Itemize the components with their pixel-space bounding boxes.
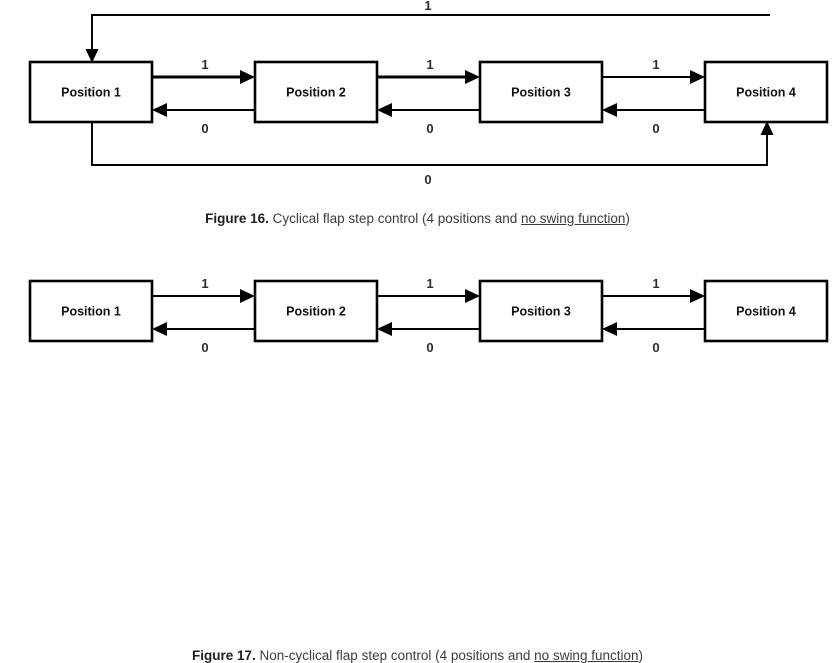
edge-label-p4-p1: 1 <box>424 0 431 13</box>
figure-17-diagram: 1 0 1 0 1 0 <box>28 276 829 355</box>
edge-p1-to-p4-wrap-bottom: 0 <box>91 121 774 187</box>
state-box-rect-3 <box>478 279 604 343</box>
edge-p2-to-p3: 1 <box>377 276 480 303</box>
edge-label-p4-p3: 0 <box>652 340 659 355</box>
state-label-2: Position 2 <box>286 304 346 318</box>
state-node-position-1[interactable]: Position 1 <box>28 279 154 343</box>
figure-17-container: 1 0 1 0 1 0 <box>0 262 835 663</box>
figure-16-container: 1 0 1 0 1 0 <box>0 0 835 240</box>
figure-16-caption-before: Cyclical flap step control (4 positions … <box>268 211 522 226</box>
arrowhead-into-p3-back <box>602 322 617 336</box>
arrowhead-into-p1 <box>152 322 167 336</box>
arrowhead-into-p4-bottom <box>760 121 774 135</box>
edge-p4-to-p1-path <box>91 14 770 54</box>
arrowhead-into-p2 <box>240 70 255 84</box>
arrowhead-into-p3 <box>465 70 480 84</box>
edge-p1-to-p4-path <box>91 122 768 166</box>
edge-p4-to-p3: 0 <box>602 103 705 136</box>
edge-p3-to-p2: 0 <box>377 103 480 136</box>
edge-p3-to-p4: 1 <box>602 276 705 303</box>
arrowhead-into-p1-top <box>85 49 99 63</box>
state-box-rect-4 <box>703 60 829 124</box>
edge-label-p4-p3: 0 <box>652 121 659 136</box>
arrowhead-into-p1 <box>152 103 167 117</box>
state-node-position-4[interactable]: Position 4 <box>703 60 829 124</box>
state-label-3: Position 3 <box>511 85 571 99</box>
edge-p3-to-p4: 1 <box>602 57 705 84</box>
state-box-rect-2 <box>253 60 379 124</box>
arrowhead-into-p3-back <box>602 103 617 117</box>
arrowhead-into-p2 <box>240 289 255 303</box>
edge-p1-to-p2: 1 <box>152 57 255 84</box>
state-node-position-4[interactable]: Position 4 <box>703 279 829 343</box>
edge-label-p1-p4: 0 <box>424 172 431 187</box>
state-node-position-2[interactable]: Position 2 <box>253 279 379 343</box>
edge-label-p2-p3: 1 <box>426 57 433 72</box>
state-label-4: Position 4 <box>736 304 796 318</box>
figure-16-caption-after: ) <box>625 211 630 226</box>
state-box-rect-4 <box>703 279 829 343</box>
edge-label-p3-p2: 0 <box>426 121 433 136</box>
edge-p4-to-p1-wrap-top: 1 <box>85 0 770 63</box>
arrowhead-into-p2-back <box>377 322 392 336</box>
arrowhead-into-p4 <box>690 289 705 303</box>
state-label-3: Position 3 <box>511 304 571 318</box>
state-node-position-1[interactable]: Position 1 <box>28 60 154 124</box>
edge-p4-to-p3: 0 <box>602 322 705 355</box>
figure-16-caption-underlined: no swing function <box>521 211 626 226</box>
arrowhead-into-p4 <box>690 70 705 84</box>
edge-label-p2-p1: 0 <box>201 340 208 355</box>
edge-label-p3-p4: 1 <box>652 276 659 291</box>
edge-p1-to-p2: 1 <box>152 276 255 303</box>
state-node-position-3[interactable]: Position 3 <box>478 279 604 343</box>
state-node-position-2[interactable]: Position 2 <box>253 60 379 124</box>
state-label-4: Position 4 <box>736 85 796 99</box>
edge-label-p1-p2: 1 <box>201 57 208 72</box>
figure-16-caption-number: Figure 16. <box>205 211 269 226</box>
edge-label-p1-p2: 1 <box>201 276 208 291</box>
figure-17-caption-underlined: no swing function <box>534 648 639 663</box>
state-label-1: Position 1 <box>61 85 121 99</box>
edge-p3-to-p2: 0 <box>377 322 480 355</box>
state-label-2: Position 2 <box>286 85 346 99</box>
edge-label-p2-p3: 1 <box>426 276 433 291</box>
state-box-rect-1 <box>28 60 154 124</box>
edge-p2-to-p1: 0 <box>152 103 255 136</box>
state-box-rect-1 <box>28 279 154 343</box>
figure-16-caption: Figure 16. Cyclical flap step control (4… <box>0 211 835 226</box>
edge-label-p3-p4: 1 <box>652 57 659 72</box>
figure-17-caption-before: Non-cyclical flap step control (4 positi… <box>255 648 535 663</box>
edge-label-p2-p1: 0 <box>201 121 208 136</box>
edge-label-p3-p2: 0 <box>426 340 433 355</box>
edge-p2-to-p3: 1 <box>377 57 480 84</box>
figure-16-diagram: 1 0 1 0 1 0 <box>28 0 829 187</box>
state-box-rect-3 <box>478 60 604 124</box>
edge-p2-to-p1: 0 <box>152 322 255 355</box>
figure-17-caption-number: Figure 17. <box>192 648 256 663</box>
state-node-position-3[interactable]: Position 3 <box>478 60 604 124</box>
state-label-1: Position 1 <box>61 304 121 318</box>
figure-17-caption: Figure 17. Non-cyclical flap step contro… <box>0 648 835 663</box>
arrowhead-into-p3 <box>465 289 480 303</box>
state-box-rect-2 <box>253 279 379 343</box>
arrowhead-into-p2-back <box>377 103 392 117</box>
figure-17-caption-after: ) <box>638 648 644 663</box>
